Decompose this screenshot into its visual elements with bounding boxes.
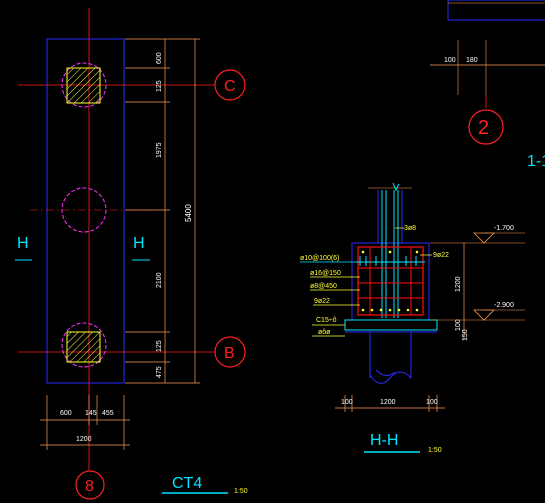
cushion-layer [344,319,438,331]
axis-label-8: 8 [85,478,94,495]
detail-dim-100: 100 [444,57,456,64]
label-stirrup-1: ø10@100(6) [300,255,339,262]
top-detail: 100 180 2 1-1 [430,0,545,170]
dim-ticks-right [125,38,200,384]
plan-view: H H 600 125 1975 2100 125 4 [15,8,248,500]
section-mark-left: H [17,235,29,252]
detail-axis-bubble [468,109,504,145]
detail-title-fragment: 1-1 [527,153,545,170]
cap-outline [46,38,125,384]
level-label-top: -1.700 [494,225,514,232]
axis-label-b: B [224,345,235,362]
cap-section-outline [351,242,430,321]
dim-label-bottom-1200: 1200 [76,436,92,443]
cage-inner-bars [358,247,423,315]
dim-label-section-1200: 1200 [380,399,396,406]
section-mark-right: H [133,235,145,252]
pile-circle-mid [61,187,107,233]
label-cushion-2: øôø [318,329,331,336]
dim-label-125-top: 125 [156,80,163,92]
dim-label-475: 475 [156,366,163,378]
dim-label-bottom-455: 455 [102,410,114,417]
detail-dim-180: 180 [466,57,478,64]
cage-outer [357,246,424,316]
label-rebar-bottom: 9ø22 [314,298,330,305]
detail-axis-label: 2 [478,117,489,139]
pile-circle-top [61,62,107,108]
plan-title: CT4 [172,475,202,492]
column-hatch-bottom [66,331,101,363]
detail-beam-outline [447,0,545,21]
section-view: 3ø8 9ø22 ø10@100(6) ø16@150 ø8@450 9ø22 … [300,182,525,454]
dim-label-section-100-left: 100 [341,399,353,406]
column-hatch-top [66,67,101,104]
label-rebar-main: 9ø22 [433,252,449,259]
break-symbol [392,182,400,192]
dim-label-1975: 1975 [156,142,163,158]
label-rebar-top: 3ø8 [404,225,416,232]
dowel-rebars [381,190,399,318]
dim-label-2100: 2100 [156,272,163,288]
level-triangle-bottom [473,309,495,321]
label-cushion-1: C15÷ô [316,317,337,324]
section-title: H-H [370,432,398,449]
axis-bubble-b [214,336,246,368]
dim-lines-section-bottom [335,395,445,412]
dim-label-bottom-145: 145 [85,410,97,417]
dim-label-125-bottom: 125 [156,340,163,352]
pile-break-inner [375,369,396,376]
label-stirrup-3: ø8@450 [310,283,337,290]
dim-label-cushion: 100 [455,319,462,331]
axis-bubble-c [214,69,246,101]
plan-scale: 1:50 [234,488,248,495]
level-label-bottom: -2.900 [494,302,514,309]
label-stirrup-2: ø16@150 [310,270,341,277]
axis-bubble-8 [75,470,105,500]
axis-label-c: C [224,78,236,95]
cage-top-bars [356,256,425,266]
dim-lines-bottom [40,395,130,450]
dim-label-section-100-right: 100 [426,399,438,406]
dim-label-5400: 5400 [184,204,193,222]
dim-label-bottom-600: 600 [60,410,72,417]
section-scale: 1:50 [428,447,442,454]
pile-break [369,371,412,384]
pile-circle-bottom [61,322,107,368]
dim-label-pile: 150 [462,329,469,341]
dim-label-600: 600 [156,52,163,64]
level-triangle-top [473,232,495,244]
rebar-dots [361,250,419,312]
dim-label-height: 1200 [455,276,462,292]
